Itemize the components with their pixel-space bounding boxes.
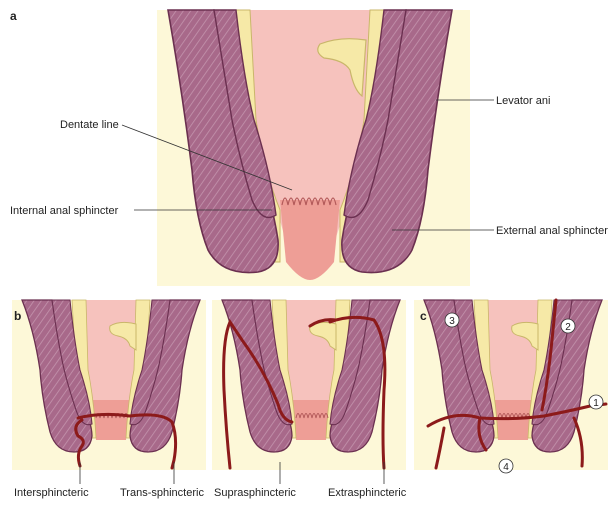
panel-c-fistula-types xyxy=(414,298,608,470)
dentate-line-leader xyxy=(121,124,293,191)
dentate-line-crypts xyxy=(281,197,337,206)
anal-canal-mucosa xyxy=(280,200,340,280)
marker-4: 4 xyxy=(498,458,514,474)
marker-4-text: 4 xyxy=(503,462,509,473)
anal-canal-part xyxy=(309,321,337,351)
fistula-panels xyxy=(12,298,608,470)
fistula-tract xyxy=(308,315,387,470)
panel-b-intersphincteric-trans xyxy=(12,299,206,470)
fistula-tract xyxy=(76,412,178,470)
marker-2: 2 xyxy=(560,318,576,334)
extrasphincteric-label: Extrasphincteric xyxy=(328,487,407,499)
anal-canal-part xyxy=(453,299,495,426)
fistula-tract xyxy=(74,418,85,468)
anal-canal-part xyxy=(295,413,329,419)
fistula-tract xyxy=(434,416,584,470)
internal-sphincter-label: Internal anal sphincter xyxy=(10,205,119,217)
anal-canal-part xyxy=(511,321,539,351)
panel-b-letter: b xyxy=(14,309,21,323)
trans-sphincteric-label: Trans-sphincteric xyxy=(120,487,204,499)
anal-canal-part xyxy=(129,299,171,426)
anal-canal-part xyxy=(51,299,93,426)
fistula-tract xyxy=(426,402,608,428)
marker-3-text: 3 xyxy=(449,316,455,327)
rectal-fold xyxy=(317,38,367,98)
marker-3: 3 xyxy=(444,312,460,328)
fistula-tract xyxy=(477,416,488,452)
marker-1: 1 xyxy=(588,394,604,410)
levator-ani-label: Levator ani xyxy=(496,95,550,107)
left-internal-sphincter xyxy=(213,9,277,219)
panel-a-letter: a xyxy=(10,9,17,23)
fistula-tract xyxy=(540,298,558,412)
anal-canal-part xyxy=(92,400,130,440)
anal-canal-part xyxy=(292,400,330,440)
panel-a: a Dentate line Internal anal sphincter L… xyxy=(10,9,608,286)
anal-canal-part xyxy=(109,321,137,351)
panel-b-supra-extra xyxy=(212,299,406,470)
intersphincteric-label: Intersphincteric xyxy=(14,487,89,499)
right-internal-sphincter xyxy=(343,9,407,219)
suprasphincteric-label: Suprasphincteric xyxy=(214,487,296,499)
anal-canal-part xyxy=(531,299,573,426)
anal-canal-part xyxy=(329,299,371,426)
anal-canal-part xyxy=(251,299,293,426)
marker-1-text: 1 xyxy=(593,398,599,409)
panel-c-letter: c xyxy=(420,309,427,323)
external-sphincter-label: External anal sphincter xyxy=(496,225,608,237)
marker-2-text: 2 xyxy=(565,322,571,333)
dentate-line-label: Dentate line xyxy=(60,119,119,131)
fistula-tract xyxy=(222,318,294,470)
